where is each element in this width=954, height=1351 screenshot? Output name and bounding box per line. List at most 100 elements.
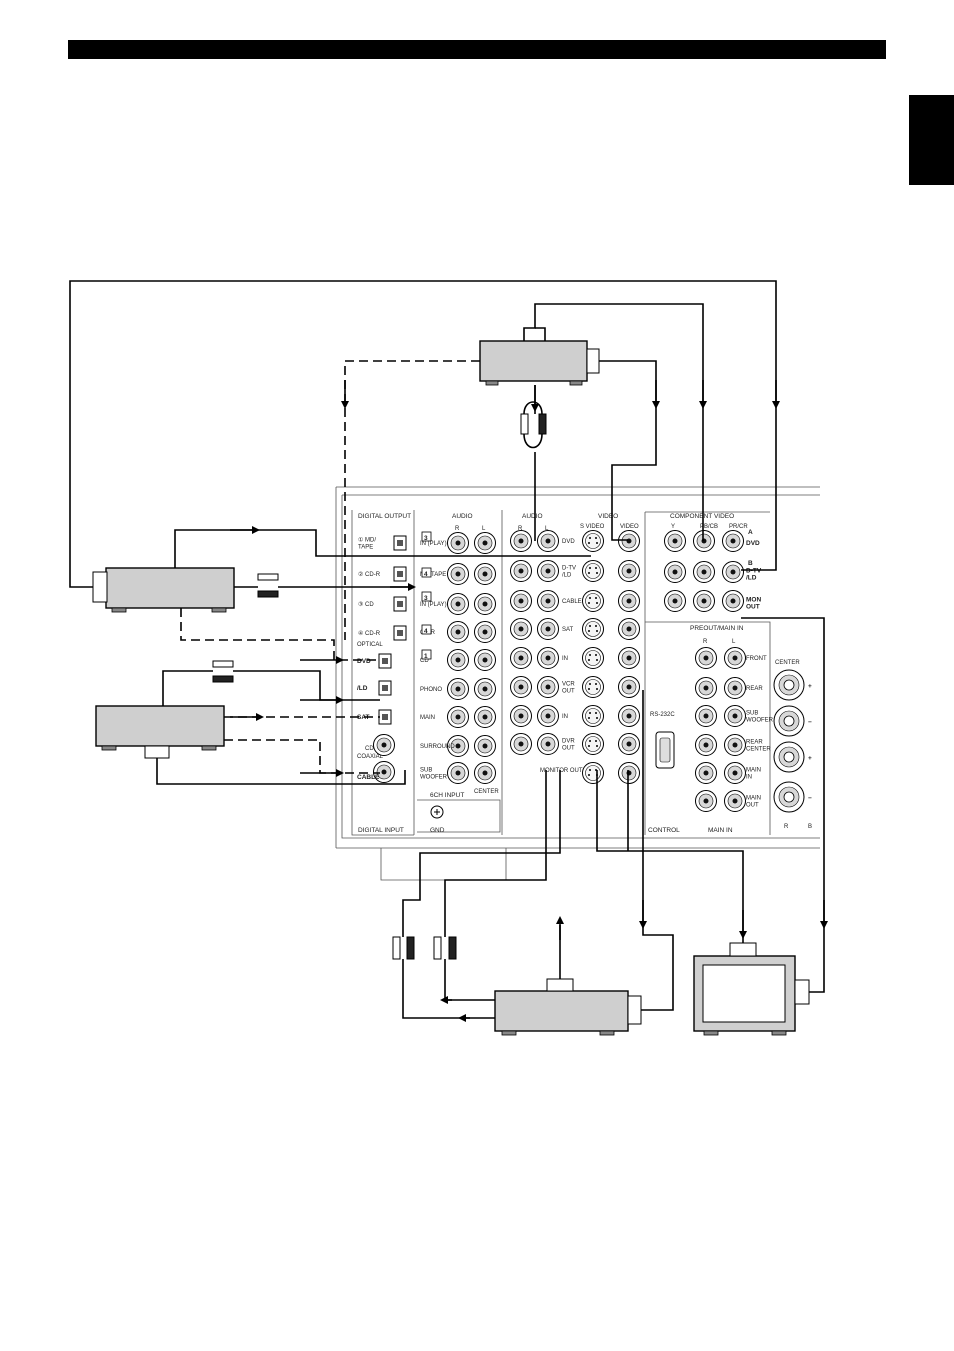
speaker-r-label: R	[784, 824, 789, 830]
video-jack-5	[618, 647, 640, 669]
audio-row-label-5: CD	[420, 658, 429, 664]
video-jack-1	[618, 530, 640, 552]
component-jack-r3-c2	[693, 590, 715, 612]
optical-label: OPTICAL	[357, 642, 383, 648]
preout-jack-r4-r	[695, 734, 717, 756]
digital-output-label-1: ① MD/TAPE	[358, 537, 376, 551]
speaker-polarity-2: −	[808, 719, 812, 726]
main-in-label: MAIN IN	[708, 827, 733, 834]
audio-row-label-7: MAIN	[420, 715, 435, 721]
svg-text:3: 3	[424, 535, 428, 542]
speaker-polarity-4: −	[808, 795, 812, 802]
preout-jack-r2-r	[695, 677, 717, 699]
audio-jack-r2-l	[474, 563, 496, 585]
optical-output-jack-4	[393, 625, 407, 641]
s-video-jack-6	[582, 676, 604, 698]
preout-header: PREOUT/MAIN IN	[690, 625, 744, 632]
digital-input-label-1: DVD	[357, 658, 371, 665]
audio-jack-r4-l	[474, 621, 496, 643]
audio-jack-r6-l	[474, 678, 496, 700]
component-jack-r1-c1	[664, 530, 686, 552]
video-jack-2	[618, 560, 640, 582]
optical-input-jack-3	[378, 709, 392, 725]
speaker-b-label: B	[808, 824, 812, 830]
component-jack-r3-c3	[722, 590, 744, 612]
audio-row-number-5: 1	[421, 649, 432, 660]
audio-row-label-3: IN (PLAY)	[420, 602, 447, 608]
s-video-jack-5	[582, 647, 604, 669]
preout-jack-r1-l	[724, 647, 746, 669]
s-video-jack-3	[582, 590, 604, 612]
audio-jack-r1-l	[474, 532, 496, 554]
component-row-label-2: D-TV/LD	[746, 568, 762, 582]
preout-jack-r5-l	[724, 762, 746, 784]
preout-jack-r3-l	[724, 705, 746, 727]
component-video-header: COMPONENT VIDEO	[670, 513, 734, 520]
audio-row-number-2: 4	[421, 567, 432, 578]
speaker-polarity-1: +	[808, 683, 812, 690]
input-audio-jack-r5-r	[510, 647, 532, 669]
component-jack-r2-c2	[693, 561, 715, 583]
component-col-label-1: Y	[671, 524, 675, 530]
s-video-jack-2	[582, 560, 604, 582]
preout-l-label: L	[732, 639, 736, 645]
video-jack-7	[618, 705, 640, 727]
audio-jack-r8-r	[447, 735, 469, 757]
component-col-label-2: PB/CB	[700, 524, 718, 530]
input-audio-jack-r7-l	[537, 705, 559, 727]
audio-header-2: AUDIO	[522, 513, 543, 520]
input-audio-jack-r3-r	[510, 590, 532, 612]
language-tab	[909, 95, 954, 185]
audio-header-1: AUDIO	[452, 513, 473, 520]
input-audio-jack-r2-r	[510, 560, 532, 582]
s-video-jack-8	[582, 733, 604, 755]
rca-plug-pair-left-2	[212, 660, 234, 683]
six-ch-center-label: CENTER	[474, 789, 499, 795]
audio-jack-r9-l	[474, 762, 496, 784]
coaxial-cd-jack	[373, 734, 395, 756]
preout-row-label-1: FRONT	[746, 656, 767, 662]
speaker-terminal-3	[773, 741, 805, 773]
audio-jack-r3-r	[447, 593, 469, 615]
video-row-label-2: D-TV/LD	[562, 566, 576, 579]
component-jack-r2-c3	[722, 561, 744, 583]
input-audio-jack-r8-l	[537, 733, 559, 755]
cable-lines	[69, 280, 825, 1019]
input-audio-jack-r1-r	[510, 530, 532, 552]
digital-input-label-3: SAT	[357, 714, 370, 721]
input-audio-jack-r4-r	[510, 618, 532, 640]
video-row-label-5: IN	[562, 656, 568, 662]
video-jack-6	[618, 676, 640, 698]
svg-text:4: 4	[424, 571, 428, 578]
audio-r-label: R	[455, 526, 460, 532]
video-label: VIDEO	[620, 524, 639, 530]
audio-row-number-1: 3	[421, 531, 432, 542]
video-monitor-out-jack	[618, 762, 640, 784]
component-badge-b: B	[748, 560, 753, 567]
preout-r-label: R	[703, 639, 708, 645]
optical-input-jack-1	[378, 653, 392, 669]
coaxial-input-jack	[373, 761, 395, 783]
speaker-terminal-4	[773, 781, 805, 813]
preout-row-label-2: REAR	[746, 686, 763, 692]
s-video-monitor-out-jack	[582, 762, 604, 784]
monitor-out-label: MONITOR OUT	[540, 768, 583, 774]
digital-input-label-4: CABLE	[357, 774, 380, 781]
video-header: VIDEO	[598, 513, 618, 520]
digital-output-header: DIGITAL OUTPUT	[358, 513, 411, 520]
preout-jack-r1-r	[695, 647, 717, 669]
component-jack-r1-c3	[722, 530, 744, 552]
audio-jack-r4-r	[447, 621, 469, 643]
s-video-label: S VIDEO	[580, 524, 605, 530]
preout-jack-r6-r	[695, 790, 717, 812]
audio-row-label-2: MD/TAPE	[420, 572, 446, 578]
optical-output-jack-2	[393, 566, 407, 582]
input-audio-jack-r5-l	[537, 647, 559, 669]
optical-output-jack-3	[393, 596, 407, 612]
